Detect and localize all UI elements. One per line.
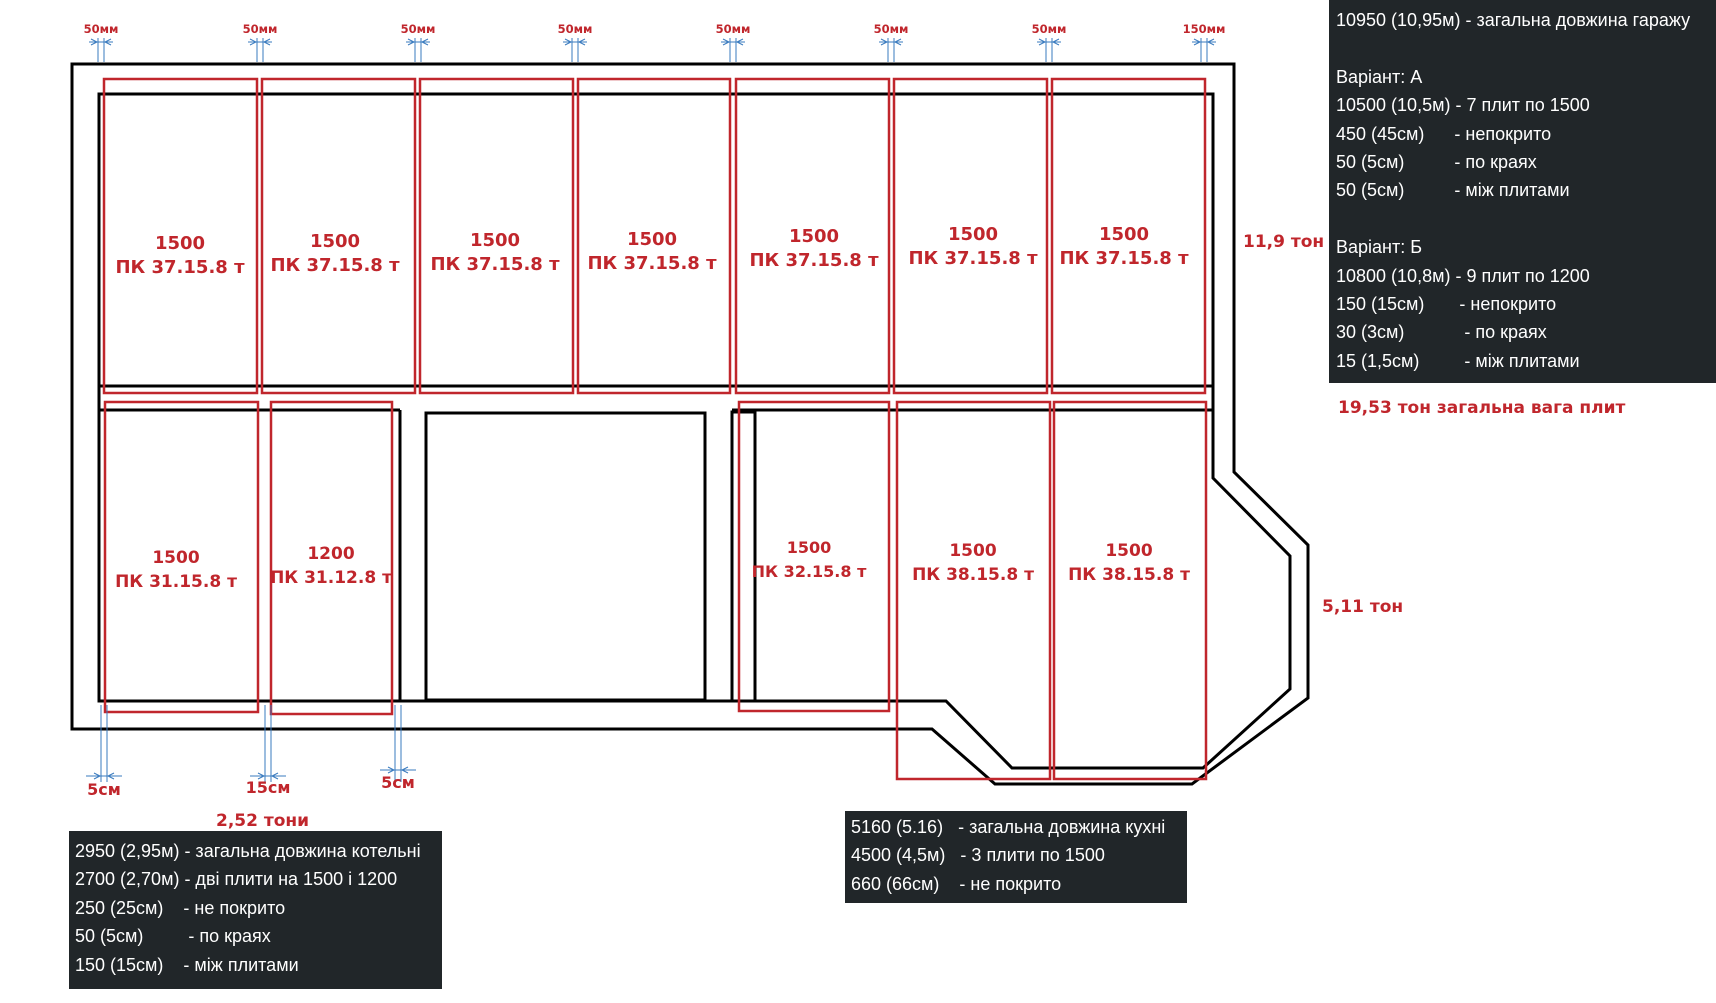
slab-mark-label: ПК 37.15.8 т: [115, 257, 245, 278]
bottom-gap-label: 15см: [246, 778, 291, 797]
panel-line: 660 (66см) - не покрито: [851, 873, 1062, 894]
slab-mark-label: ПК 37.15.8 т: [430, 254, 560, 275]
top-gap-label: 50мм: [716, 22, 751, 36]
slab-outline: [895, 400, 1052, 781]
kitchen-weight-label: 5,11 тон: [1322, 597, 1403, 617]
slab-outline: [734, 77, 891, 395]
slab-size-label: 1500: [1105, 541, 1152, 561]
slab-mark-label: ПК 38.15.8 т: [912, 565, 1034, 585]
garage-info-panel: 10950 (10,95м) - загальна довжина гаражу…: [1329, 0, 1716, 383]
panel-line: 2700 (2,70м) - дві плити на 1500 і 1200: [75, 869, 398, 890]
panel-line: 30 (3см) - по краях: [1336, 322, 1547, 343]
panel-line: Варіант: А: [1336, 66, 1423, 87]
panel-line: [1336, 205, 1709, 233]
slab-outline: [269, 400, 394, 716]
panel-line: 15 (1,5см) - між плитами: [1336, 350, 1580, 371]
panel-line: 150 (15см) - непокрито: [1336, 293, 1557, 314]
panel-line: Варіант: Б: [1336, 237, 1423, 258]
slab-mark-label: ПК 38.15.8 т: [1068, 565, 1190, 585]
panel-line: 10800 (10,8м) - 9 плит по 1200: [1336, 265, 1590, 286]
top-gap-label: 50мм: [84, 22, 119, 36]
top-gap-label: 50мм: [243, 22, 278, 36]
slab-labels: 1500 ПК 37.15.8 т 1500 ПК 37.15.8 т 1500 ПК 3…: [115, 224, 1190, 592]
panel-line: 5160 (5.16) - загальна довжина кухні: [851, 817, 1166, 837]
slab-mark-label: ПК 37.15.8 т: [749, 250, 879, 271]
panel-line: 250 (25см) - не покрито: [75, 897, 286, 918]
panel-line: [1336, 34, 1709, 62]
top-gap-marker: [89, 38, 113, 62]
slab-mark-label: ПК 37.15.8 т: [1059, 248, 1189, 269]
top-gap-label: 50мм: [401, 22, 436, 36]
slab-outline: [576, 77, 732, 395]
middle-room: [424, 411, 707, 702]
slab-size-label: 1500: [949, 541, 996, 561]
slab-outlines: [102, 77, 1208, 781]
boiler-weight-label: 2,52 тони: [216, 811, 309, 831]
total-weight-label: 19,53 тон загальна вага плит: [1338, 398, 1626, 418]
slab-size-label: 1500: [948, 224, 998, 245]
bottom-gap-label: 5см: [87, 780, 121, 799]
garage-weight-label: 11,9 тон: [1243, 232, 1324, 252]
bottom-gap-marker: [86, 705, 122, 782]
slab-outline: [1050, 77, 1207, 395]
slab-mark-label: ПК 32.15.8 т: [752, 562, 867, 581]
slab-mark-label: ПК 37.15.8 т: [908, 248, 1038, 269]
slab-outline: [1052, 400, 1208, 781]
bottom-gap-markers: 5см 15см 5см: [86, 705, 416, 799]
slab-outline: [260, 77, 417, 395]
slab-outline: [418, 77, 575, 395]
panel-line: 150 (15см) - між плитами: [75, 954, 299, 975]
slab-size-label: 1200: [307, 544, 354, 564]
top-gap-marker: [1037, 38, 1061, 62]
panel-line: 50 (5см) - по краях: [1336, 151, 1537, 172]
slab-size-label: 1500: [470, 230, 520, 251]
top-gap-marker: [879, 38, 903, 62]
outer-wall: [70, 62, 1310, 786]
top-gap-markers: 50мм 50мм 50мм 50мм 50мм 50мм 50мм 150мм: [84, 22, 1226, 62]
slab-size-label: 1500: [152, 548, 199, 568]
slab-size-label: 1500: [155, 233, 205, 254]
slab-size-label: 1500: [789, 226, 839, 247]
panel-line: 4500 (4,5м) - 3 плити по 1500: [851, 845, 1105, 866]
panel-line: 10500 (10,5м) - 7 плит по 1500: [1336, 95, 1590, 116]
kitchen-info-panel: 5160 (5.16) - загальна довжина кухні 4500…: [845, 811, 1187, 903]
top-gap-label: 50мм: [1032, 22, 1067, 36]
top-gap-marker: [563, 38, 587, 62]
panel-line: 450 (45см) - непокрито: [1336, 123, 1552, 144]
panel-line: 2950 (2,95м) - загальна довжина котельні: [75, 841, 421, 861]
top-gap-label: 150мм: [1183, 22, 1226, 36]
slab-mark-label: ПК 37.15.8 т: [587, 253, 717, 274]
bottom-gap-marker: [380, 705, 416, 782]
slab-size-label: 1500: [310, 231, 360, 252]
panel-line: 50 (5см) - між плитами: [1336, 180, 1570, 201]
slab-size-label: 1500: [787, 538, 832, 557]
slab-mark-label: ПК 37.15.8 т: [270, 255, 400, 276]
slab-mark-label: ПК 31.15.8 т: [115, 572, 237, 592]
bottom-gap-marker: [250, 705, 286, 782]
boiler-info-panel: 2950 (2,95м) - загальна довжина котельні…: [69, 831, 442, 989]
top-gap-marker: [248, 38, 272, 62]
panel-line: 10950 (10,95м) - загальна довжина гаражу: [1336, 10, 1691, 30]
top-gap-label: 50мм: [874, 22, 909, 36]
top-gap-marker: [721, 38, 745, 62]
slab-mark-label: ПК 31.12.8 т: [270, 568, 392, 588]
slab-size-label: 1500: [627, 229, 677, 250]
slab-outline: [102, 77, 259, 395]
panel-line: 50 (5см) - по краях: [75, 926, 271, 947]
slab-outline: [737, 400, 891, 713]
bottom-gap-label: 5см: [381, 773, 415, 792]
slab-size-label: 1500: [1099, 224, 1149, 245]
slab-outline: [892, 77, 1049, 395]
inner-wall: [97, 92, 1292, 770]
top-gap-marker: [406, 38, 430, 62]
top-gap-marker: [1192, 38, 1216, 62]
top-gap-label: 50мм: [558, 22, 593, 36]
slab-outline: [103, 400, 260, 714]
